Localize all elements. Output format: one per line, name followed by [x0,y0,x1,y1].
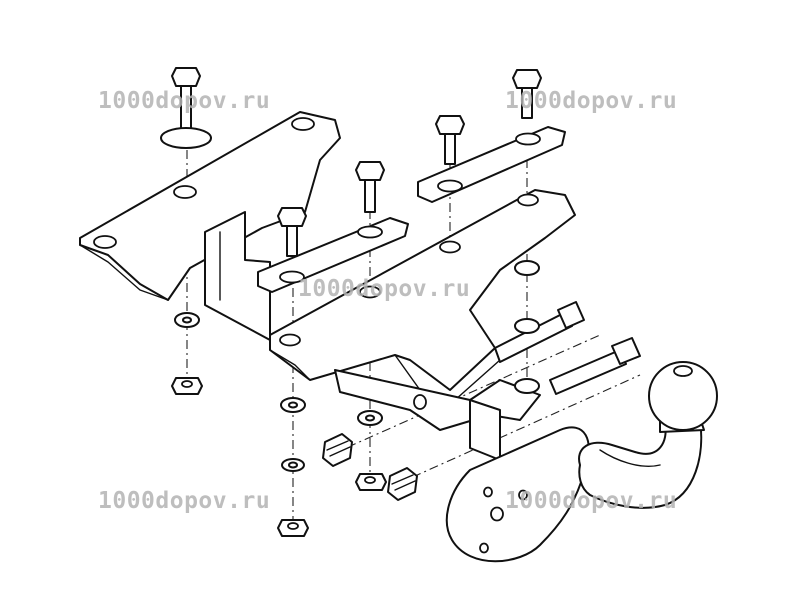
main-crossbar [269,189,576,401]
nuts [171,377,387,537]
castle-nuts [322,433,418,501]
horizontal-bolts [494,301,641,395]
crossbar-side-plate [204,211,271,341]
washers [174,260,540,472]
support-arm [334,369,541,461]
right-spacer-plate [417,126,566,203]
tow-ball [648,361,718,433]
left-mounting-bracket [79,111,341,301]
flange-plate [445,426,590,563]
vertical-bolt-2 [355,161,385,213]
centre-spacer-plate [257,217,409,293]
vertical-bolt-3 [277,207,307,257]
vertical-bolt-4 [435,115,465,165]
ball-neck [578,419,703,509]
vertical-bolt-5 [512,69,542,119]
vertical-bolt-1 [160,67,212,149]
